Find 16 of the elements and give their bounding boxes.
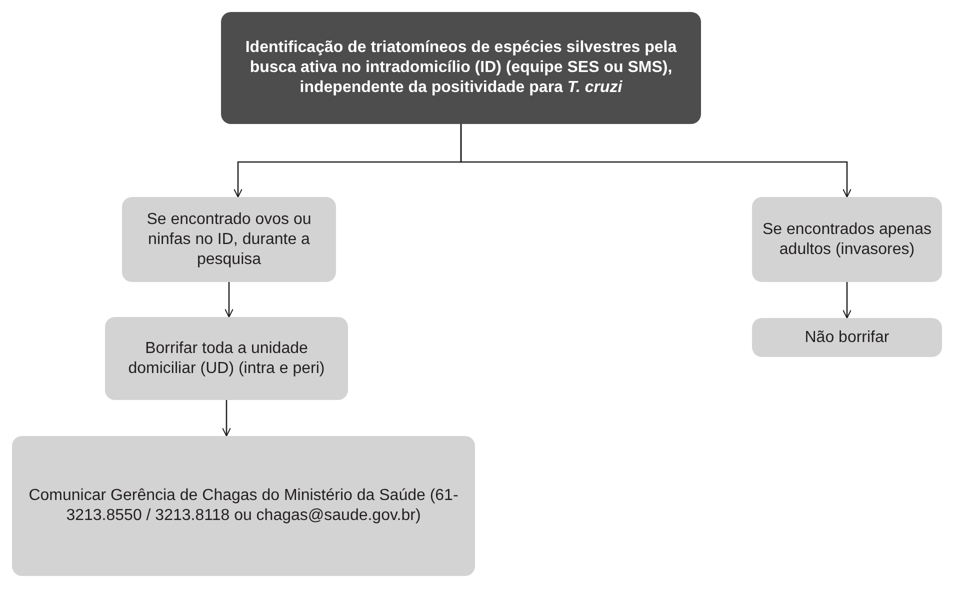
arrow bbox=[842, 282, 852, 319]
box-text: Borrifar toda a unidade domiciliar (UD) (intra e peri) bbox=[127, 338, 326, 378]
arrow bbox=[460, 124, 852, 198]
process-box bbox=[12, 436, 475, 576]
box-text: Se encontrados apenas adultos (invasores) bbox=[762, 220, 932, 260]
process-box bbox=[221, 12, 701, 124]
box-text: Identificação de triatomíneos de espécies silvestres pela busca ativa no intradomicílio (ID) (equipe SES ou SMS), independente da positividade para T. cruzi bbox=[244, 38, 678, 98]
process-box bbox=[752, 197, 942, 282]
process-box bbox=[122, 197, 336, 282]
arrow bbox=[224, 282, 234, 318]
box-text: Não borrifar bbox=[804, 328, 890, 348]
arrow bbox=[222, 400, 232, 437]
process-box bbox=[105, 317, 348, 400]
process-box bbox=[752, 318, 942, 357]
box-text: Comunicar Gerência de Chagas do Ministério da Saúde (61-3213.8550 / 3213.8118 ou chagas@saude.gov.br) bbox=[28, 486, 460, 526]
box-text: Se encontrado ovos ou ninfas no ID, durante a pesquisa bbox=[146, 210, 312, 270]
